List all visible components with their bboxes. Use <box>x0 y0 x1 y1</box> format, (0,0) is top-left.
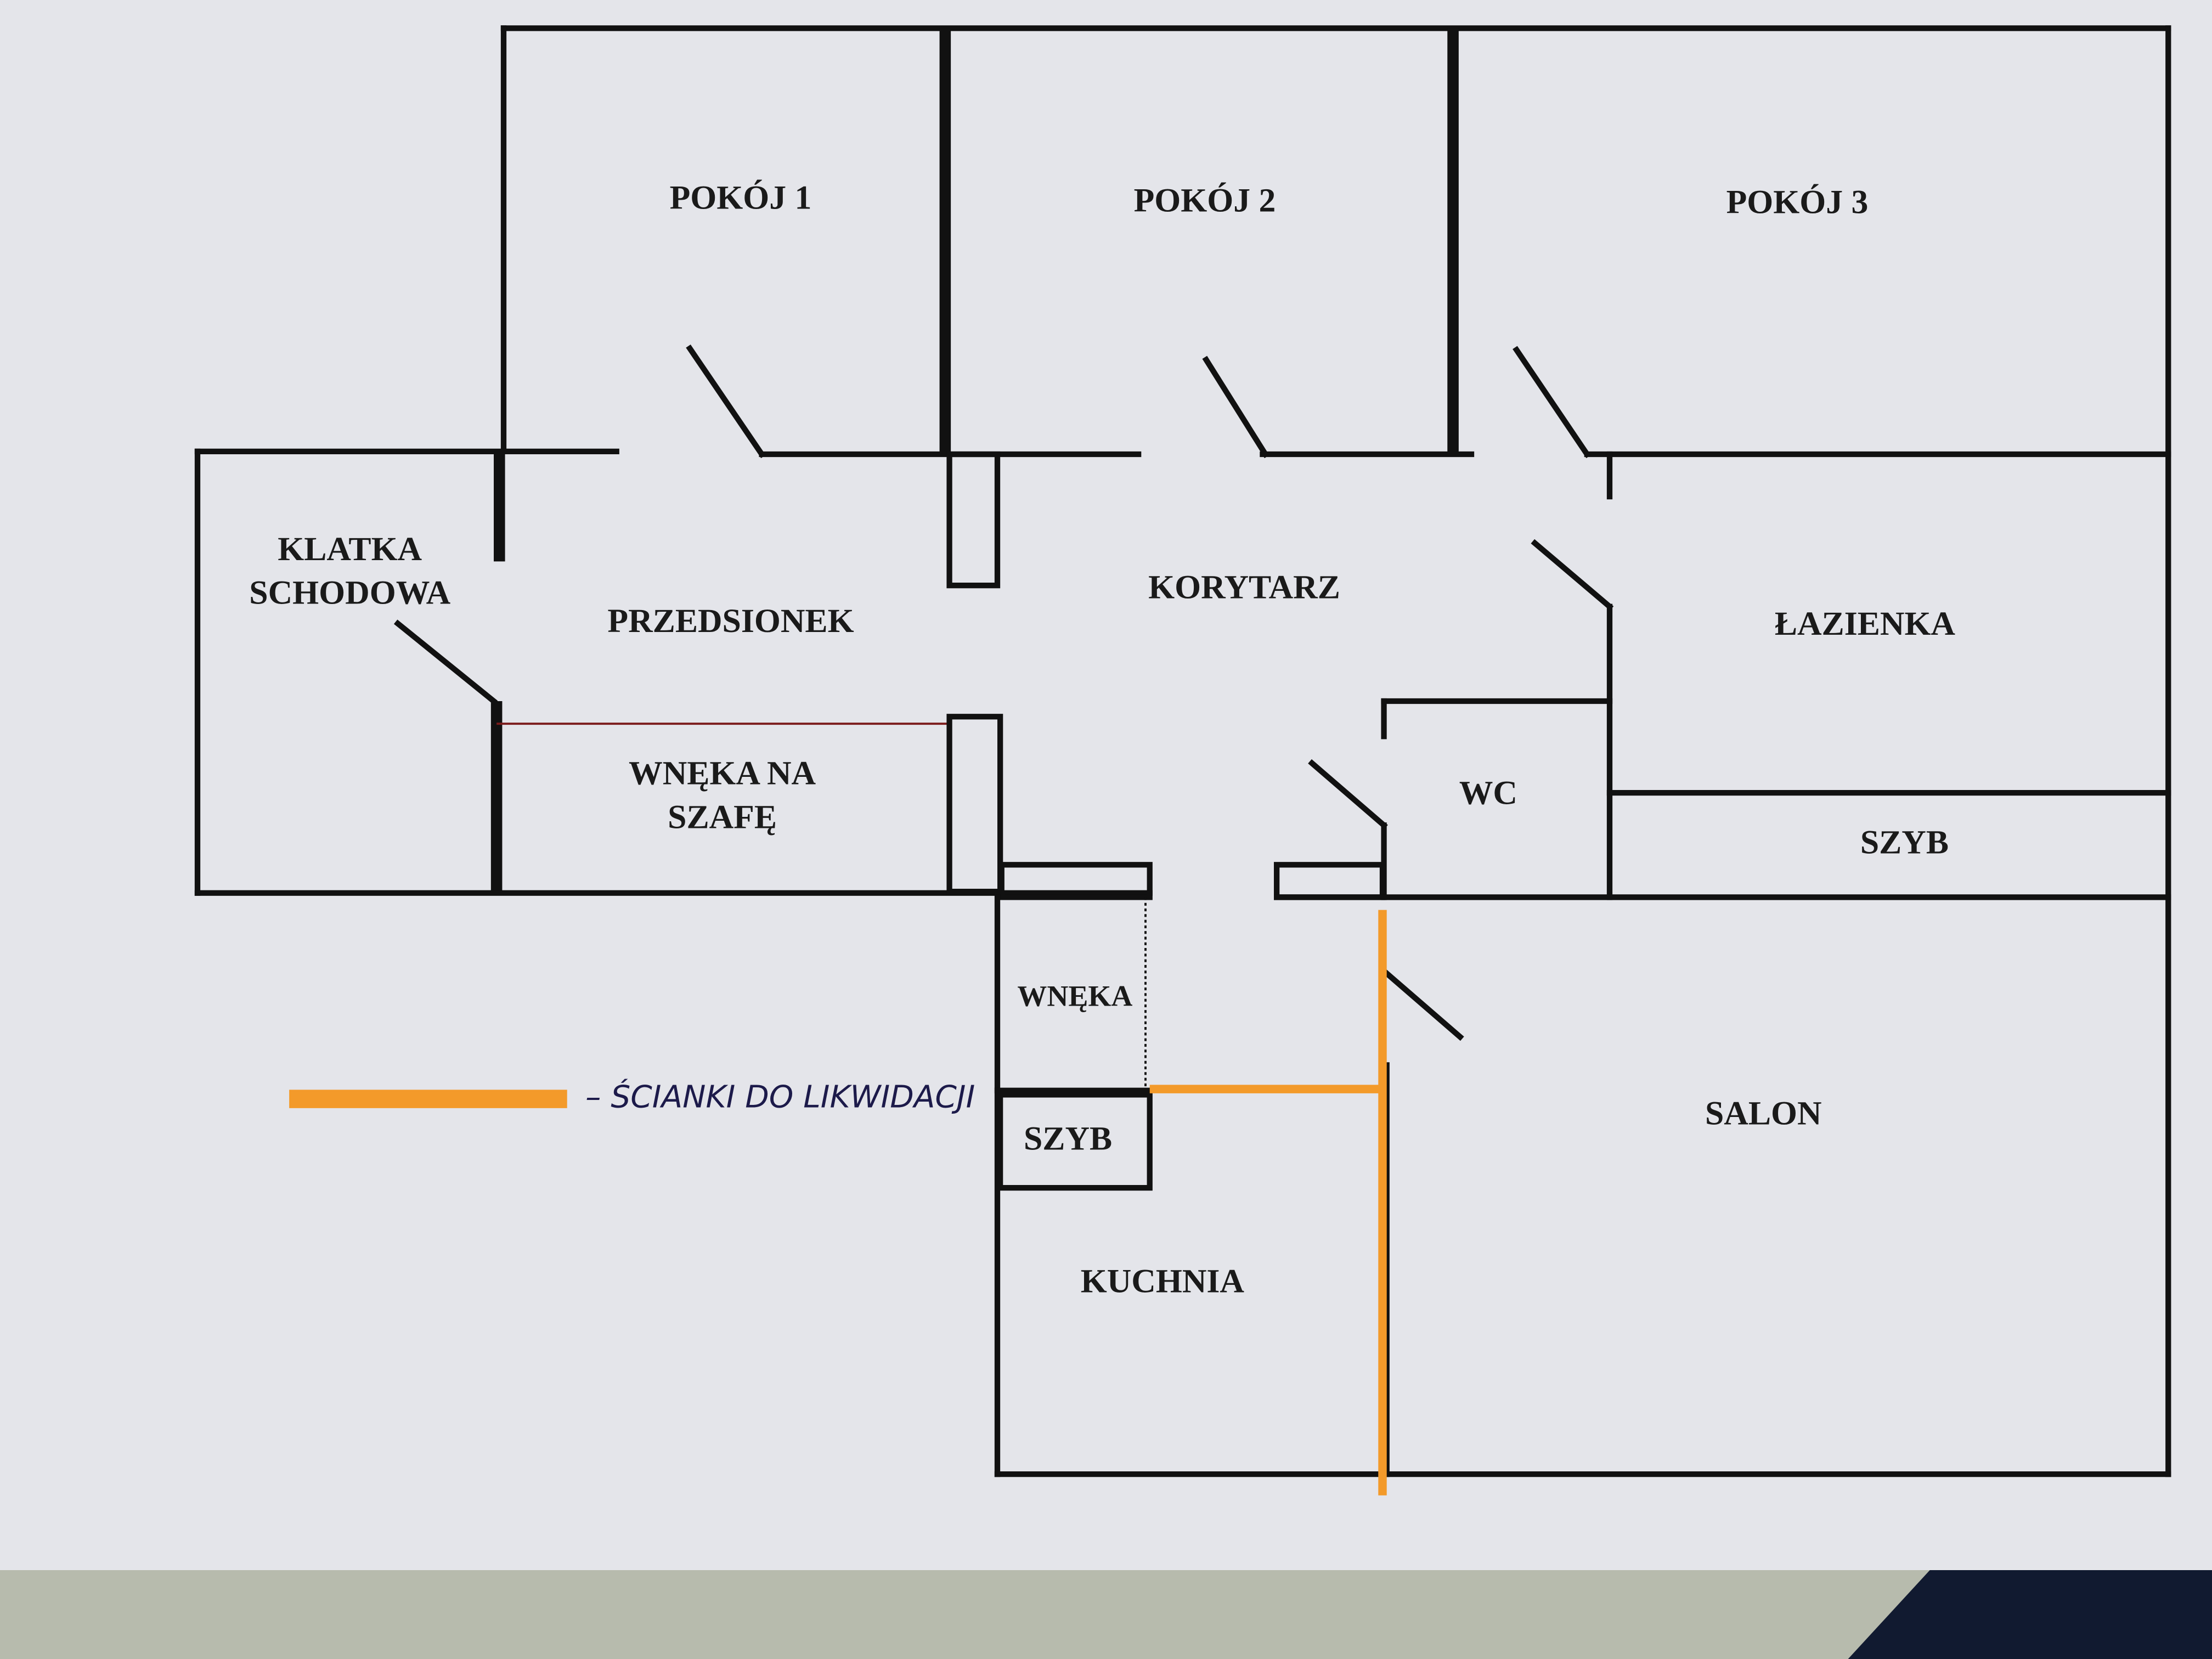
label-pokoj-1: POKÓJ 1 <box>670 179 812 217</box>
label-pokoj-2: POKÓJ 2 <box>1134 182 1276 219</box>
walls-to-remove <box>1149 910 1387 1496</box>
room-labels: POKÓJ 1 POKÓJ 2 POKÓJ 3 KLATKA SCHODOWA … <box>249 179 1955 1300</box>
legend-text: – ŚCIANKI DO LIKWIDACJI <box>585 1078 975 1115</box>
label-wneka: WNĘKA <box>1017 979 1132 1012</box>
paper <box>0 0 2212 1570</box>
label-szyb-left: SZYB <box>1024 1120 1112 1158</box>
legend: – ŚCIANKI DO LIKWIDACJI <box>289 1078 975 1115</box>
label-kuchnia: KUCHNIA <box>1081 1262 1245 1300</box>
label-korytarz: KORYTARZ <box>1148 568 1340 606</box>
label-pokoj-3: POKÓJ 3 <box>1726 183 1869 221</box>
label-klatka: KLATKA <box>278 531 422 568</box>
walls <box>194 25 2171 1477</box>
label-wc: WC <box>1459 775 1517 812</box>
label-lazienka: ŁAZIENKA <box>1775 605 1956 642</box>
label-przedsionek: PRZEDSIONEK <box>607 602 854 640</box>
label-szyb-right: SZYB <box>1860 824 1949 861</box>
label-wneka-na: WNĘKA NA <box>629 755 816 792</box>
dark-corner <box>1848 1570 2212 1659</box>
table-surface <box>0 1570 2212 1659</box>
label-salon: SALON <box>1705 1094 1822 1132</box>
label-schodowa: SCHODOWA <box>249 574 450 612</box>
doors <box>393 344 1614 1041</box>
label-szafe: SZAFĘ <box>668 798 777 836</box>
